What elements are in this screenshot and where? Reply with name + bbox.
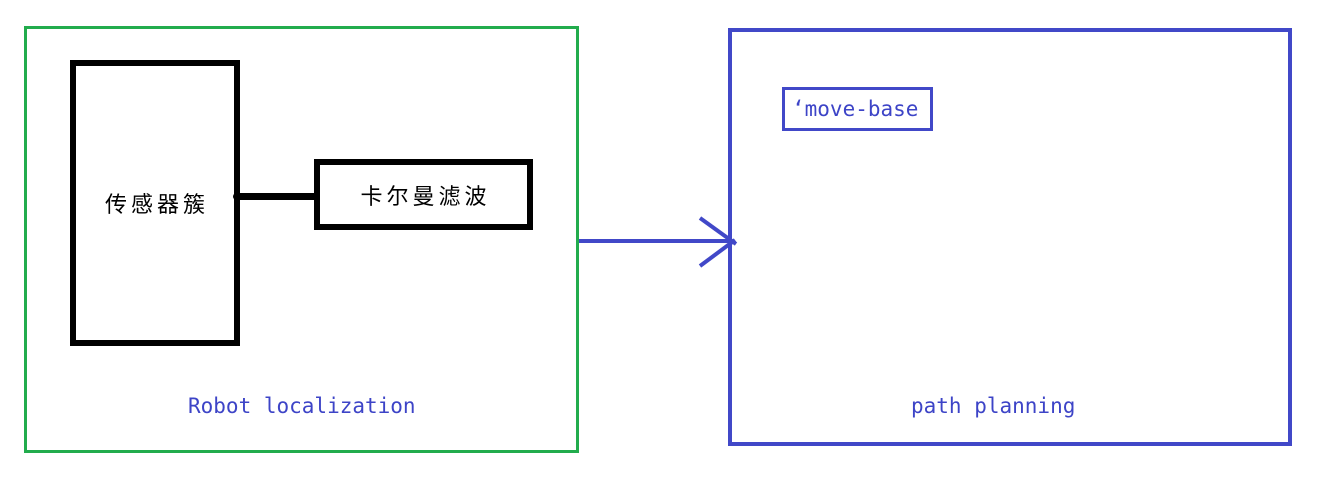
kalman-filter-label: 卡尔曼滤波	[360, 184, 491, 210]
move-base-box: ‘move-base	[782, 87, 933, 131]
arrow-right-icon	[579, 216, 738, 268]
kalman-filter-box: 卡尔曼滤波	[314, 159, 533, 230]
move-base-label: ‘move-base	[792, 97, 919, 121]
robot-localization-caption: Robot localization	[188, 394, 416, 418]
path-planning-caption: path planning	[911, 394, 1076, 418]
sensor-cluster-label: 传感器簇	[104, 193, 209, 218]
sensor-cluster-box: 传感器簇	[70, 60, 240, 346]
sensor-to-kalman-connector	[233, 193, 319, 200]
